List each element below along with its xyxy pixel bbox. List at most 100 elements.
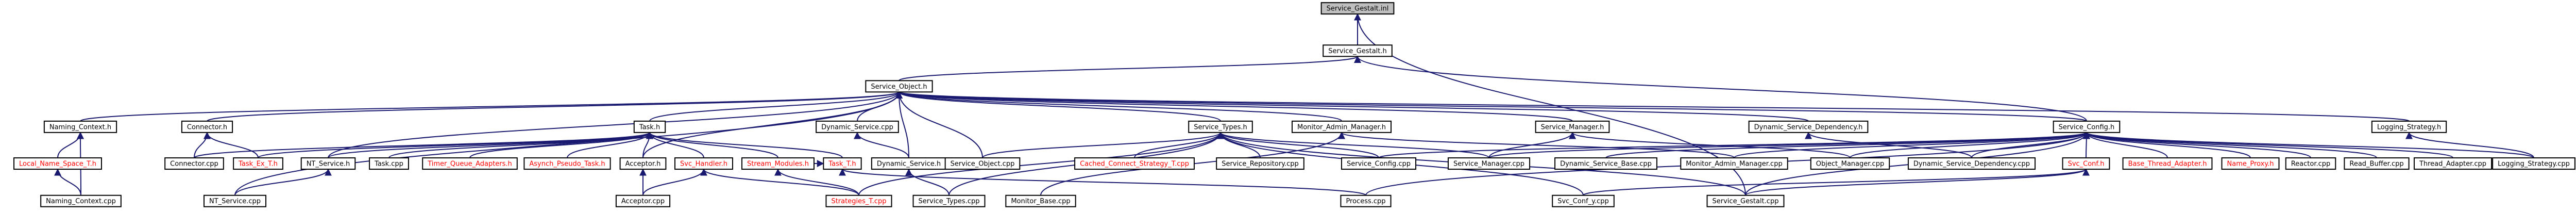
graph-node-dynamic-service-cpp[interactable]: Dynamic_Service.cpp bbox=[816, 120, 899, 133]
graph-node-gestalt-h[interactable]: Service_Gestalt.h bbox=[1323, 44, 1393, 57]
node-label: Logging_Strategy.h bbox=[2377, 123, 2441, 131]
graph-node-dynamic-service-dependency-h[interactable]: Dynamic_Service_Dependency.h bbox=[1748, 120, 1869, 133]
node-box bbox=[1552, 194, 1615, 207]
graph-node-service-manager-cpp[interactable]: Service_Manager.cpp bbox=[1447, 157, 1531, 170]
node-label: NT_Service.h bbox=[307, 160, 350, 168]
graph-node-cached-connect-strategy-t-cpp[interactable]: Cached_Connect_Strategy_T.cpp bbox=[1074, 157, 1195, 170]
graph-node-timer-queue-adapters-h[interactable]: Timer_Queue_Adapters.h bbox=[422, 157, 518, 170]
graph-node-task-cpp[interactable]: Task.cpp bbox=[369, 157, 409, 170]
node-box bbox=[300, 157, 356, 170]
edge-arrow bbox=[2405, 132, 2534, 158]
graph-node-strategies-t-cpp[interactable]: Strategies_T.cpp bbox=[825, 194, 892, 207]
edge-service_types_h-to-cached_connect_strategy_t_cpp bbox=[1134, 132, 1224, 158]
edge-arrow bbox=[895, 91, 1221, 122]
edge-service_config_h-to-monitor_admin_manager_cpp bbox=[1734, 132, 2090, 158]
edge-dynamic_service_h-to-service_types_cpp bbox=[905, 168, 950, 195]
node-box bbox=[1340, 194, 1392, 207]
graph-node-naming-context-h[interactable]: Naming_Context.h bbox=[43, 120, 117, 133]
edge-arrow bbox=[642, 168, 707, 195]
node-box bbox=[2344, 157, 2410, 170]
node-label: Svc_Conf_y.cpp bbox=[1557, 198, 1609, 205]
edge-object_h-to-dynamic_service_dependency_h bbox=[895, 91, 1809, 122]
graph-node-nt-service-h[interactable]: NT_Service.h bbox=[300, 157, 356, 170]
edge-arrow bbox=[895, 91, 1809, 122]
node-label: Process.cpp bbox=[1346, 198, 1385, 205]
graph-node-read-buffer-cpp[interactable]: Read_Buffer.cpp bbox=[2344, 157, 2410, 170]
edge-svc_handler_h-to-acceptor_cpp bbox=[642, 168, 707, 195]
node-label: Svc_Handler.h bbox=[680, 160, 727, 168]
graph-node-service-repository-cpp[interactable]: Service_Repository.cpp bbox=[1216, 157, 1304, 170]
graph-node-monitor-admin-manager-h[interactable]: Monitor_Admin_Manager.h bbox=[1291, 120, 1392, 133]
graph-node-task-t-h[interactable]: Task_T.h bbox=[823, 157, 862, 170]
edge-task_h-to-task_t_h bbox=[646, 132, 843, 158]
edges-layer bbox=[54, 13, 2534, 196]
graph-node-connector-h[interactable]: Connector.h bbox=[181, 120, 233, 133]
node-box bbox=[2285, 157, 2336, 170]
node-box bbox=[164, 157, 224, 170]
graph-node-naming-context-cpp[interactable]: Naming_Context.cpp bbox=[40, 194, 122, 207]
node-box bbox=[43, 120, 117, 133]
graph-node-acceptor-h[interactable]: Acceptor.h bbox=[619, 157, 667, 170]
graph-node-local-name-space-t-h[interactable]: Local_Name_Space_T.h bbox=[13, 157, 102, 170]
graph-node-gestalt-inl[interactable]: Service_Gestalt.inl bbox=[1320, 2, 1395, 15]
graph-node-monitor-base-cpp[interactable]: Monitor_Base.cpp bbox=[1005, 194, 1076, 207]
edge-arrow bbox=[700, 168, 859, 196]
graph-node-logging-strategy-cpp[interactable]: Logging_Strategy.cpp bbox=[2492, 157, 2575, 170]
graph-node-service-types-h[interactable]: Service_Types.h bbox=[1188, 120, 1253, 133]
graph-node-service-types-cpp[interactable]: Service_Types.cpp bbox=[912, 194, 986, 207]
graph-node-nt-service-cpp[interactable]: NT_Service.cpp bbox=[204, 194, 266, 207]
graph-node-connector-cpp[interactable]: Connector.cpp bbox=[164, 157, 224, 170]
edge-arrow bbox=[899, 55, 1361, 81]
edge-arrow bbox=[1850, 132, 2090, 158]
node-box bbox=[1680, 157, 1788, 170]
graph-node-dynamic-service-dependency-cpp[interactable]: Dynamic_Service_Dependency.cpp bbox=[1907, 157, 2036, 170]
graph-node-task-ex-t-h[interactable]: Task_Ex_T.h bbox=[233, 157, 283, 170]
edge-gestalt_h-to-object_h bbox=[899, 55, 1361, 81]
edge-arrow bbox=[469, 132, 653, 158]
graph-node-monitor-admin-manager-cpp[interactable]: Monitor_Admin_Manager.cpp bbox=[1680, 157, 1788, 170]
edge-arrow bbox=[896, 91, 2410, 122]
graph-node-service-manager-h[interactable]: Service_Manager.h bbox=[1535, 120, 1610, 133]
graph-node-service-config-h[interactable]: Service_Config.h bbox=[2053, 120, 2121, 133]
graph-node-service-gestalt-cpp[interactable]: Service_Gestalt.cpp bbox=[1706, 194, 1785, 207]
graph-node-base-thread-adapter-h[interactable]: Base_Thread_Adapter.h bbox=[2122, 157, 2213, 170]
node-label: Acceptor.cpp bbox=[621, 198, 665, 205]
graph-node-task-h[interactable]: Task.h bbox=[633, 120, 666, 133]
node-label: Service_Object.h bbox=[871, 83, 927, 91]
node-label: Service_Manager.h bbox=[1541, 123, 1604, 131]
graph-node-svc-conf-y-cpp[interactable]: Svc_Conf_y.cpp bbox=[1552, 194, 1615, 207]
graph-node-process-cpp[interactable]: Process.cpp bbox=[1340, 194, 1392, 207]
graph-node-name-proxy-h[interactable]: Name_Proxy.h bbox=[2221, 157, 2280, 170]
node-label: Local_Name_Space_T.h bbox=[19, 160, 96, 168]
node-box bbox=[2371, 120, 2447, 133]
graph-node-stream-modules-h[interactable]: Stream_Modules.h bbox=[741, 157, 815, 170]
graph-node-logging-strategy-h[interactable]: Logging_Strategy.h bbox=[2371, 120, 2447, 133]
graph-node-svc-conf-h[interactable]: Svc_Conf.h bbox=[2062, 157, 2110, 170]
graph-node-object-h[interactable]: Service_Object.h bbox=[865, 80, 933, 93]
graph-node-thread-adapter-cpp[interactable]: Thread_Adapter.cpp bbox=[2413, 157, 2493, 170]
graph-node-dynamic-service-h[interactable]: Dynamic_Service.h bbox=[871, 157, 947, 170]
node-label: Service_Types.cpp bbox=[919, 198, 980, 205]
node-box bbox=[825, 194, 892, 207]
graph-node-service-config-cpp[interactable]: Service_Config.cpp bbox=[1341, 157, 1417, 170]
edge-object_h-to-monitor_admin_manager_h bbox=[895, 91, 1342, 122]
node-label: Task_T.h bbox=[828, 160, 856, 168]
edge-arrow bbox=[895, 91, 1342, 122]
edge-object_h-to-logging_strategy_h bbox=[896, 91, 2410, 122]
edge-arrow bbox=[649, 91, 903, 122]
graph-node-svc-handler-h[interactable]: Svc_Handler.h bbox=[674, 157, 733, 170]
edge-arrow bbox=[839, 168, 1366, 196]
edge-arrow bbox=[388, 132, 653, 158]
node-label: Strategies_T.cpp bbox=[831, 198, 886, 205]
edge-arrow bbox=[646, 132, 843, 158]
edge-arrow bbox=[1134, 132, 1224, 158]
graph-node-dynamic-service-base-cpp[interactable]: Dynamic_Service_Base.cpp bbox=[1554, 157, 1657, 170]
node-box bbox=[1216, 157, 1304, 170]
graph-node-acceptor-cpp[interactable]: Acceptor.cpp bbox=[615, 194, 671, 207]
graph-node-object-manager-cpp[interactable]: Object_Manager.cpp bbox=[1810, 157, 1890, 170]
node-label: Task.cpp bbox=[374, 160, 403, 168]
edge-service_config_h-to-dynamic_service_base_cpp bbox=[1605, 132, 2090, 158]
graph-node-asynch-pseudo-task-h[interactable]: Asynch_Pseudo_Task.h bbox=[523, 157, 611, 170]
graph-node-service-object-cpp[interactable]: Service_Object.cpp bbox=[944, 157, 1021, 170]
graph-node-reactor-cpp[interactable]: Reactor.cpp bbox=[2285, 157, 2336, 170]
